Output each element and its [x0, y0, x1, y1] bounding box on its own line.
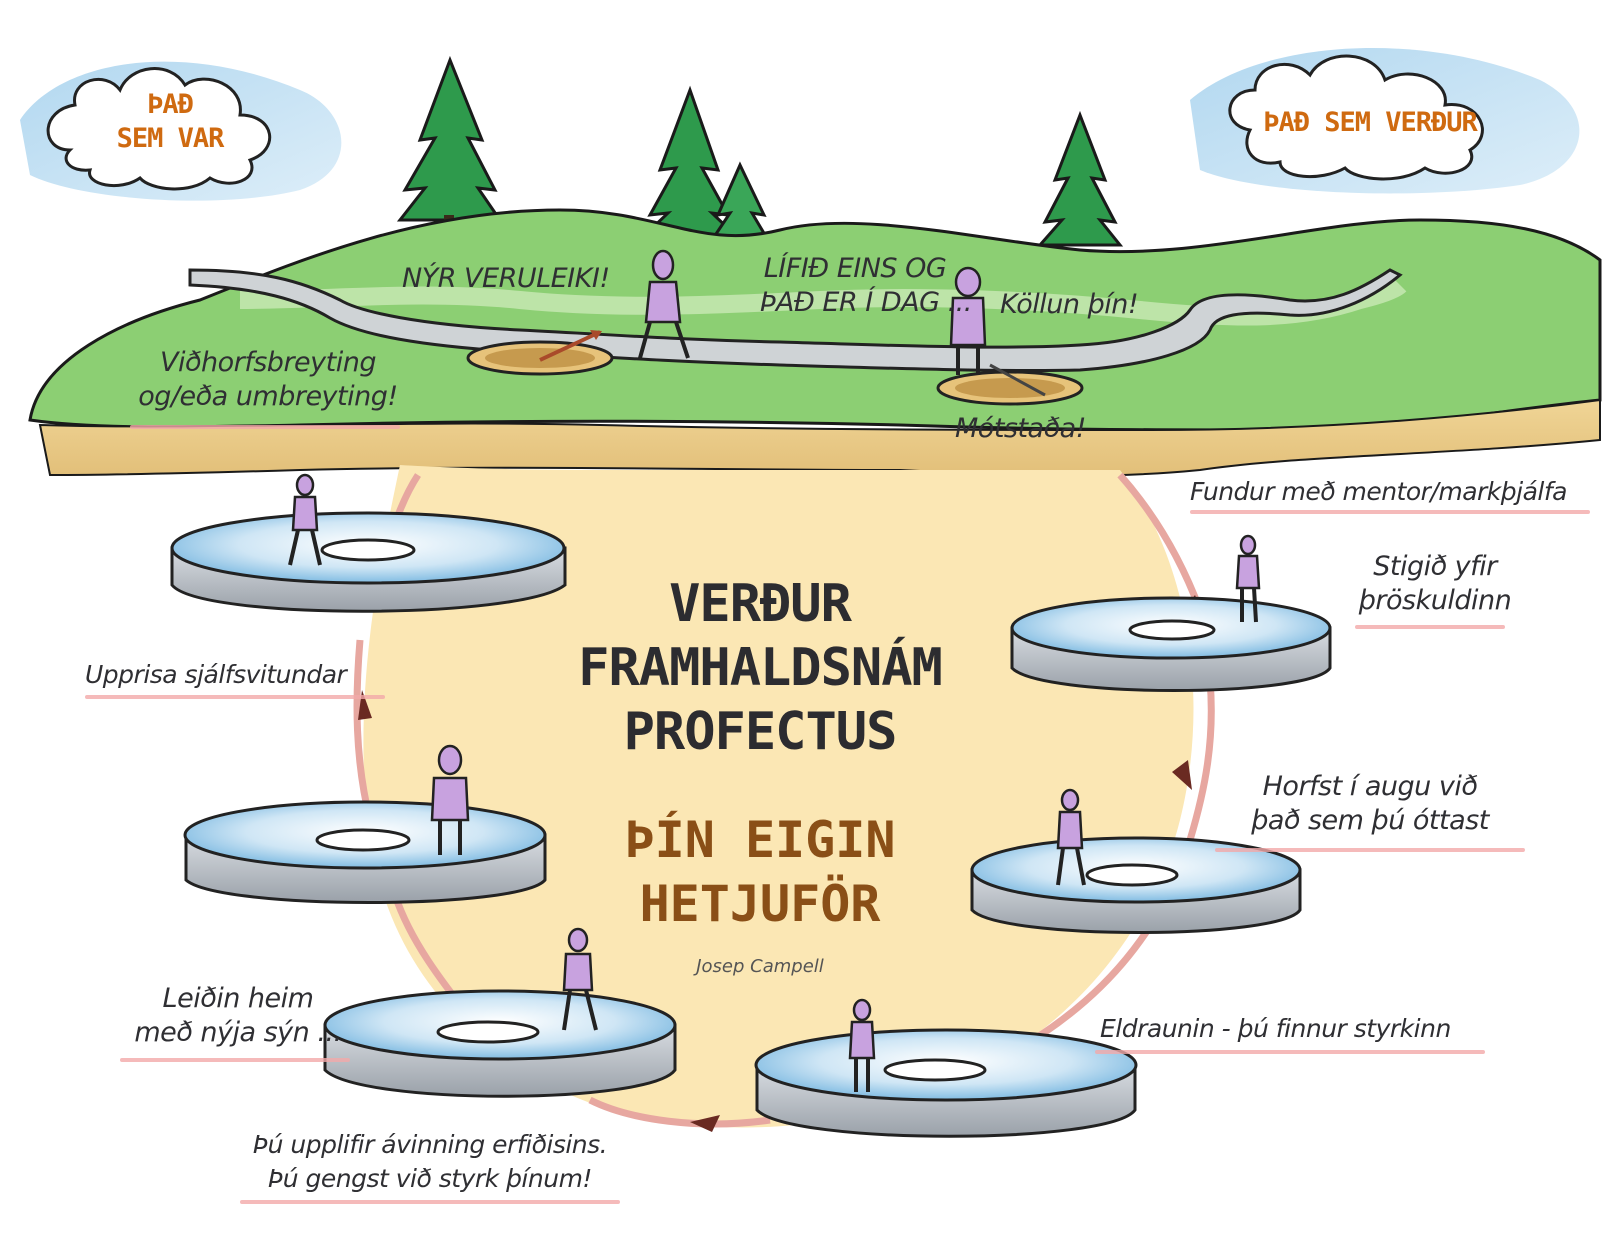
label-calling: Köllun þín! — [1000, 289, 1139, 320]
platform-upper-right — [1010, 596, 1332, 692]
cloud-left-label: ÞAÐ SEM VAR — [100, 88, 240, 156]
label-threshold: Stigið yfir þröskuldinn — [1355, 550, 1515, 618]
figure-middle-right — [1056, 788, 1086, 886]
underline-attitude — [130, 425, 400, 429]
cloud-right — [1228, 54, 1484, 181]
platform-middle-left — [183, 800, 547, 904]
underline-mentor — [1190, 510, 1590, 514]
cloud-left-line-2: SEM VAR — [116, 123, 225, 154]
underline-ordeal — [1095, 1050, 1485, 1054]
hole-left — [466, 330, 614, 376]
center-subtitle-line-2: HETJUFÖR — [639, 875, 881, 933]
center-subtitle-line-1: ÞÍN EIGIN — [624, 811, 896, 869]
cloud-left-line-1: ÞAÐ — [147, 89, 194, 120]
label-life-today: LÍFIÐ EINS OG ÞAÐ ER Í DAG ... — [760, 252, 972, 320]
tree-1 — [396, 55, 503, 233]
label-attitude-line-1: Viðhorfsbreyting — [160, 347, 376, 378]
underline-reward — [240, 1200, 620, 1204]
figure-bottom-right — [848, 998, 876, 1092]
label-reward-line-1: Þú upplifir ávinning erfiðisins. — [252, 1130, 608, 1159]
tree-3 — [1036, 110, 1124, 247]
figure-upper-right — [1235, 534, 1261, 623]
label-mentor: Fundur með mentor/markþjálfa — [1190, 477, 1567, 506]
label-reward: Þú upplifir ávinning erfiðisins. Þú geng… — [235, 1128, 625, 1196]
label-life-today-line-2: ÞAÐ ER Í DAG ... — [760, 287, 972, 318]
hole-right — [936, 363, 1084, 406]
platform-middle-right — [970, 836, 1302, 934]
label-road-back-line-1: Leiðin heim — [162, 983, 314, 1014]
cloud-right-label: ÞAÐ SEM VERÐUR — [1255, 106, 1485, 140]
cloud-right-line-1: ÞAÐ SEM VERÐUR — [1263, 107, 1478, 138]
label-self-awareness: Upprisa sjálfsvitundar — [85, 660, 347, 689]
label-ordeal: Eldraunin - þú finnur styrkinn — [1100, 1014, 1451, 1043]
figure-calling — [949, 266, 987, 375]
platform-lower-left — [323, 989, 677, 1098]
center-subtitle: ÞÍN EIGIN HETJUFÖR — [560, 808, 960, 936]
center-title-line-2: FRAMHALDSNÁM — [578, 638, 943, 698]
figure-lower-left — [562, 927, 598, 1031]
label-life-today-line-1: LÍFIÐ EINS OG — [763, 253, 947, 284]
label-new-reality: NÝR VERULEIKI! — [402, 263, 610, 294]
label-reward-line-2: Þú gengst við styrk þínum! — [268, 1164, 592, 1193]
center-title-line-1: VERÐUR — [669, 574, 852, 634]
platform-upper-left — [170, 511, 567, 613]
label-road-back: Leiðin heim með nýja sýn ... — [118, 982, 358, 1050]
label-resistance: Mótstaða! — [955, 413, 1087, 444]
underline-self-awareness — [85, 695, 385, 699]
label-threshold-line-2: þröskuldinn — [1358, 585, 1512, 616]
soil-layer — [38, 398, 1601, 477]
label-face-fear-line-1: Horfst í augu við — [1262, 771, 1478, 802]
platform-bottom-right — [754, 1028, 1138, 1138]
underline-threshold — [1355, 625, 1505, 629]
center-title: VERÐUR FRAMHALDSNÁM PROFECTUS — [540, 572, 980, 764]
label-road-back-line-2: með nýja sýn ... — [134, 1017, 342, 1048]
author-credit: Josep Campell — [696, 956, 824, 977]
figure-new-reality — [638, 249, 690, 359]
label-attitude-change: Viðhorfsbreyting og/eða umbreyting! — [138, 346, 398, 414]
label-threshold-line-1: Stigið yfir — [1373, 551, 1497, 582]
label-face-fear-line-2: það sem þú óttast — [1251, 805, 1489, 836]
cloud-left — [46, 67, 272, 191]
label-attitude-line-2: og/eða umbreyting! — [138, 381, 398, 412]
figure-upper-left — [288, 473, 322, 566]
underline-fear — [1215, 848, 1525, 852]
center-title-line-3: PROFECTUS — [623, 702, 898, 762]
tree-2 — [641, 85, 771, 242]
underline-road-back — [120, 1058, 350, 1062]
figure-middle-left — [430, 744, 470, 855]
label-face-fear: Horfst í augu við það sem þú óttast — [1220, 770, 1520, 838]
